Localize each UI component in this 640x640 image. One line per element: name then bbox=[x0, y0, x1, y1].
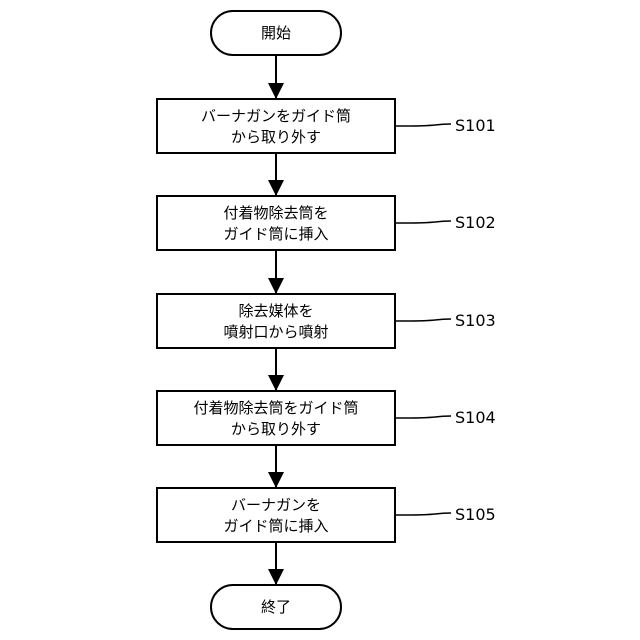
process-text-line: 噴射口から噴射 bbox=[223, 323, 328, 341]
step-leader-line bbox=[395, 221, 451, 223]
step-id-label: S105 bbox=[455, 505, 496, 524]
process-text-line: バーナガンをガイド筒 bbox=[201, 107, 351, 125]
process-text-line: ガイド筒に挿入 bbox=[223, 225, 328, 243]
start-terminal: 開始 bbox=[211, 11, 341, 55]
process-step: 付着物除去筒をガイド筒から取り外す S104 bbox=[157, 391, 496, 445]
process-text-line: バーナガンを bbox=[231, 496, 321, 514]
start-label: 開始 bbox=[261, 24, 291, 42]
process-text-line: ガイド筒に挿入 bbox=[223, 517, 328, 535]
step-leader-line bbox=[395, 319, 451, 321]
process-text-line: から取り外す bbox=[231, 128, 321, 146]
process-step: 除去媒体を噴射口から噴射 S103 bbox=[157, 294, 496, 348]
end-label: 終了 bbox=[261, 598, 291, 616]
step-id-label: S102 bbox=[455, 213, 496, 232]
process-step: バーナガンをガイド筒から取り外す S101 bbox=[157, 99, 496, 153]
process-text-line: 除去媒体を bbox=[238, 302, 313, 320]
process-text-line: 付着物除去筒を bbox=[223, 204, 328, 222]
step-leader-line bbox=[395, 124, 451, 126]
process-step: バーナガンをガイド筒に挿入 S105 bbox=[157, 488, 496, 542]
process-steps: バーナガンをガイド筒から取り外す S101 付着物除去筒をガイド筒に挿入 S102 除去… bbox=[157, 99, 496, 542]
step-id-label: S103 bbox=[455, 311, 496, 330]
end-terminal: 終了 bbox=[211, 585, 341, 629]
step-id-label: S101 bbox=[455, 116, 496, 135]
process-text-line: から取り外す bbox=[231, 420, 321, 438]
step-leader-line bbox=[395, 513, 451, 515]
step-leader-line bbox=[395, 416, 451, 418]
process-step: 付着物除去筒をガイド筒に挿入 S102 bbox=[157, 196, 496, 250]
step-id-label: S104 bbox=[455, 408, 496, 427]
process-text-line: 付着物除去筒をガイド筒 bbox=[193, 399, 358, 417]
